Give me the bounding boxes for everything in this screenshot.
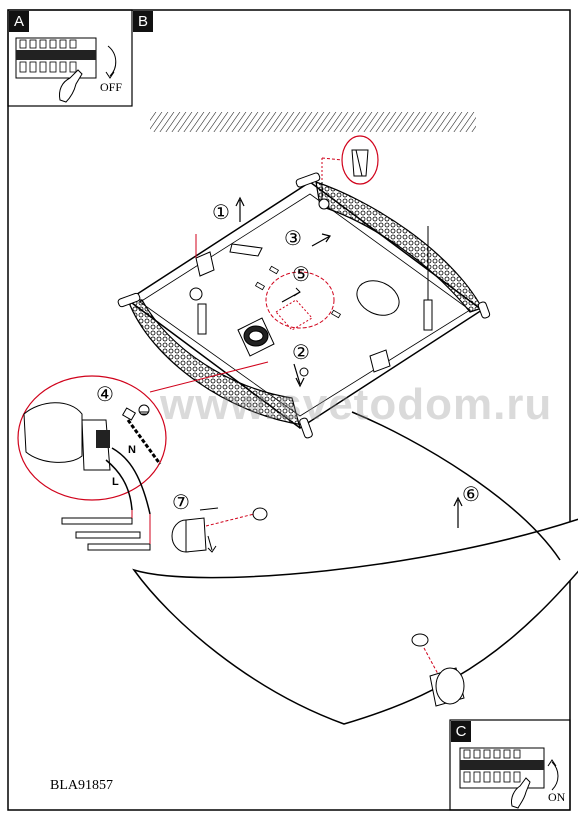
mounting-brackets xyxy=(195,243,391,373)
wire-l-label: L xyxy=(112,476,119,488)
detail-leader-line xyxy=(149,361,269,393)
step-3-label: ③ xyxy=(284,226,302,250)
panel-a-box xyxy=(7,9,133,107)
step-2-label: ② xyxy=(292,340,310,364)
bulb-callout xyxy=(265,271,335,331)
knob-left-icon xyxy=(171,507,268,553)
ceiling-hatch xyxy=(150,112,476,132)
mesh-panel-right xyxy=(315,181,483,313)
breaker-switch-on-icon xyxy=(459,747,559,809)
model-code: BLA91857 xyxy=(50,778,113,793)
glass-diffuser-edge xyxy=(351,411,561,561)
step-6-label: ⑥ xyxy=(462,482,480,506)
off-label: OFF xyxy=(100,80,123,94)
panel-a-label: A xyxy=(9,11,29,32)
glass-diffuser xyxy=(132,518,578,725)
on-label: ON xyxy=(548,790,566,804)
step-4-label: ④ xyxy=(96,382,114,406)
step-7-label: ⑦ xyxy=(172,490,190,514)
wiring-detail-icon xyxy=(17,375,167,515)
step-5-label: ⑤ xyxy=(292,262,310,286)
up-arrows xyxy=(235,196,463,528)
panel-b-label: B xyxy=(133,11,153,32)
breaker-switch-off-icon xyxy=(15,37,117,103)
loose-wires xyxy=(61,510,151,551)
wall-plug-detail-icon xyxy=(321,135,379,185)
knob-right-icon xyxy=(411,633,465,707)
wire-n-label: N xyxy=(128,444,136,456)
ceiling-screws xyxy=(189,182,433,377)
lamp-socket xyxy=(237,317,275,357)
panel-c-label: C xyxy=(451,721,471,742)
support-rods xyxy=(117,172,491,439)
step-1-label: ① xyxy=(212,200,230,224)
